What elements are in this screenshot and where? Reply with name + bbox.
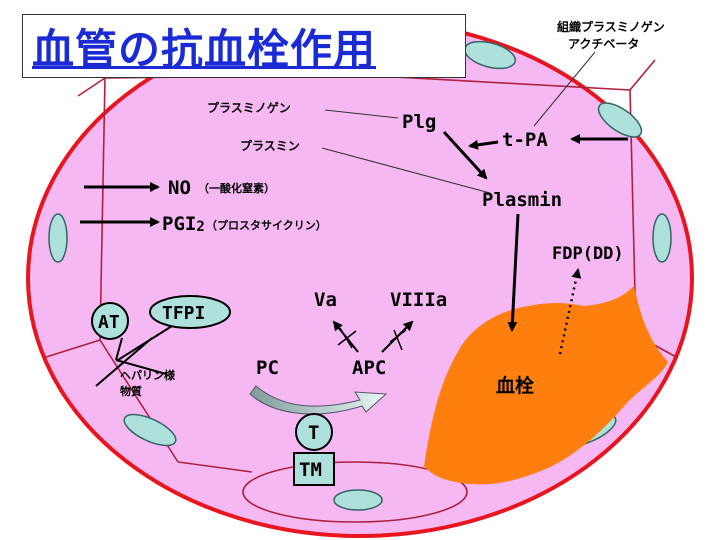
- plasmin-label: Plasmin: [482, 189, 562, 211]
- viiia-label: VIIIa: [390, 289, 447, 311]
- thrombomodulin-label: TM: [299, 459, 322, 481]
- nucleus: [123, 413, 177, 447]
- plasmin-jp-label: プラスミン: [240, 138, 300, 153]
- at-label: AT: [98, 312, 120, 333]
- thrombin-circle: [295, 413, 333, 451]
- page-title: 血管の抗血栓作用: [32, 25, 377, 74]
- pc-activation-arrow: [249, 385, 388, 415]
- arrow-fdp-release: [558, 268, 582, 355]
- tissue-activator-label-1: 組織プラスミノゲン: [557, 19, 665, 34]
- heparin-label-1: ヘパリン様: [120, 368, 176, 382]
- pgi-label: PGI2: [162, 213, 205, 235]
- thrombus-label: 血栓: [496, 374, 534, 397]
- fdp-label: FDP(DD): [552, 244, 624, 264]
- apc-label: APC: [352, 357, 386, 379]
- title-box: [22, 14, 466, 78]
- arrow-plasmin-to-thrombus: [507, 213, 520, 332]
- no-label: NO: [168, 177, 191, 199]
- tissue-activator-label-2: アクチベータ: [568, 37, 639, 51]
- va-label: Va: [314, 289, 337, 311]
- heparin-lines: [95, 325, 173, 387]
- arrow-tpa-to-plg: [468, 139, 499, 150]
- heparin-label-2: 物質: [120, 384, 142, 398]
- nucleus: [333, 489, 383, 511]
- vessel-outline: [26, 18, 694, 538]
- leader-lines: [321, 51, 596, 194]
- tfpi-label: TFPI: [162, 303, 205, 324]
- pc-label: PC: [256, 357, 279, 379]
- thrombin-label: T: [308, 422, 319, 444]
- tfpi-ellipse: [149, 295, 231, 329]
- plasminogen-jp-label: プラスミノゲン: [207, 100, 291, 115]
- pgi-jp-label: （プロスタサイクリン）: [206, 218, 327, 232]
- nucleus: [652, 213, 672, 263]
- at-circle: [91, 302, 129, 340]
- nucleus: [48, 213, 68, 263]
- arrow-plg-to-plasmin: [442, 130, 488, 180]
- tpa-label: t-PA: [502, 129, 548, 151]
- no-jp-label: （一酸化窒素）: [198, 181, 275, 195]
- inhibition-marks: [337, 327, 407, 351]
- thrombomodulin-box: [293, 452, 335, 486]
- nucleus: [597, 102, 643, 138]
- thrombus-shape: [424, 286, 668, 485]
- plg-label: Plg: [402, 111, 436, 133]
